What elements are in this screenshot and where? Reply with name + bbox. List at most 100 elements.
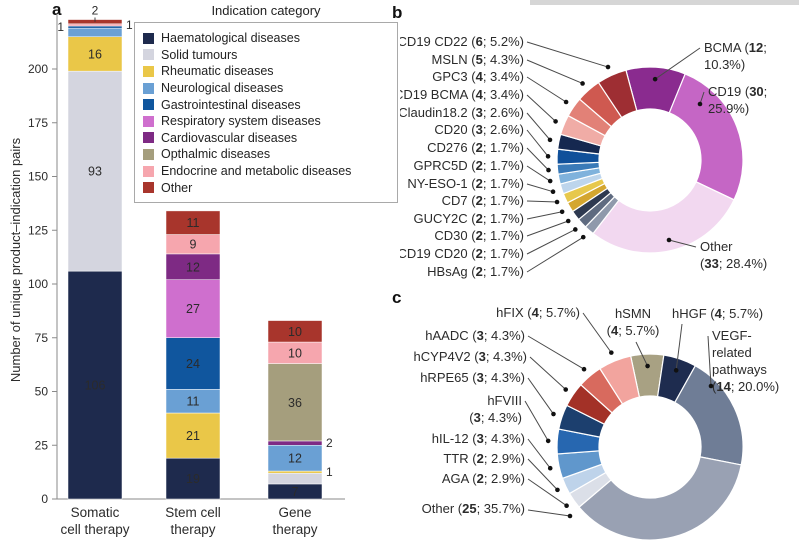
label-leader-line <box>529 356 567 390</box>
slice-dot-marker <box>581 366 587 372</box>
label-leader-line <box>527 509 571 517</box>
y-tick-label: 0 <box>41 492 48 506</box>
slice-dot-marker <box>559 209 565 215</box>
bar-segment <box>67 270 123 500</box>
slice-label: HBsAg (2; 1.7%) <box>427 264 524 279</box>
legend-item: Cardiovascular diseases <box>143 130 389 147</box>
bar-segment <box>67 25 123 29</box>
slice-label: CD19 BCMA (4; 3.4%) <box>400 87 524 102</box>
label-leader-line <box>526 147 549 171</box>
slice-dot-marker <box>551 411 556 417</box>
legend-swatch <box>143 82 154 94</box>
legend-item: Opthalmic diseases <box>143 146 389 163</box>
label-leader-line <box>527 438 551 469</box>
slice-dot-marker <box>547 178 553 184</box>
donut-chart-targets-b: CD19 CD22 (6; 5.2%)MSLN (5; 4.3%)GPC3 (4… <box>400 34 767 279</box>
legend-swatch <box>143 148 154 160</box>
label-leader-line <box>526 183 554 193</box>
donut-slice <box>578 456 742 541</box>
x-category-label: cell therapy <box>60 522 129 537</box>
bar-segment <box>67 70 123 272</box>
label-leader-line <box>526 76 567 103</box>
donut-chart-targets-c: hFIX (4; 5.7%)hSMN(4; 5.7%)hHGF (4; 5.7%… <box>414 305 779 541</box>
legend-item-label: Gastrointestinal diseases <box>161 97 301 112</box>
slice-label: GUCY2C (2; 1.7%) <box>413 211 524 226</box>
legend-item: Neurological diseases <box>143 80 389 97</box>
slice-label: Other (25; 35.7%) <box>422 501 525 516</box>
panel-c-letter: c <box>392 288 402 307</box>
slice-label: TTR (2; 2.9%) <box>443 451 525 466</box>
legend-swatch <box>143 65 154 77</box>
bar-segment-value: 106 <box>85 379 106 393</box>
slice-dot-marker <box>555 487 560 493</box>
slice-label: hCYP4V2 (3; 4.3%) <box>414 349 527 364</box>
bar-segment <box>165 210 221 235</box>
label-leader-line <box>526 165 551 182</box>
slice-label: BCMA (12;10.3%) <box>704 40 767 72</box>
legend-swatch <box>143 115 154 127</box>
legend-item-label: Rheumatic diseases <box>161 64 274 79</box>
slice-label: Other(33; 28.4%) <box>700 239 767 271</box>
bar-segment <box>165 253 221 280</box>
slice-dot-marker <box>547 465 553 471</box>
label-leader-line <box>707 335 712 387</box>
legend-item-label: Respiratory system diseases <box>161 114 321 129</box>
bar-segment-value: 21 <box>186 429 200 443</box>
legend-swatch <box>143 165 154 177</box>
slice-dot-marker <box>547 137 553 143</box>
slice-dot-marker <box>545 154 551 159</box>
label-leader-line <box>524 400 549 442</box>
legend-swatch <box>143 182 154 194</box>
bar-segment-value: 1 <box>126 18 133 32</box>
legend-item-label: Endocrine and metabolic diseases <box>161 164 352 179</box>
donut-slice <box>668 73 744 201</box>
legend-swatch <box>143 49 154 61</box>
panel-b-letter: b <box>392 3 403 22</box>
bar-segment-value: 9 <box>190 238 197 252</box>
bar-segment-value: 27 <box>186 302 200 316</box>
x-category-label: therapy <box>170 522 215 537</box>
slice-dot-marker <box>546 167 551 173</box>
legend-item-label: Solid tumours <box>161 47 238 62</box>
slice-label: Claudin18.2 (3; 2.6%) <box>400 105 524 120</box>
legend-item-label: Neurological diseases <box>161 81 284 96</box>
slice-label: GPRC5D (2; 1.7%) <box>413 158 524 173</box>
bar-segment-value: 93 <box>88 165 102 179</box>
slice-dot-marker <box>550 189 556 194</box>
slice-label: AGA (2; 2.9%) <box>442 471 525 486</box>
bar-segment <box>267 445 323 472</box>
x-category-label: Stem cell <box>165 505 221 520</box>
panel-a-letter: a <box>52 0 62 19</box>
bar-segment-value: 10 <box>288 325 302 339</box>
bar-segment-value: 7 <box>292 485 299 499</box>
slice-dot-marker <box>580 81 585 86</box>
label-leader-line <box>527 458 558 491</box>
label-leader-line <box>526 94 556 122</box>
bar-segment-value: 1 <box>57 20 64 34</box>
label-leader-line <box>526 129 549 157</box>
bar-segment <box>67 27 123 37</box>
label-leader-line <box>526 112 551 141</box>
label-leader-line <box>527 335 585 370</box>
slice-label: hHGF (4; 5.7%) <box>672 306 763 321</box>
slice-dot-marker <box>605 64 611 70</box>
slice-label: NY-ESO-1 (2; 1.7%) <box>407 176 524 191</box>
y-tick-label: 175 <box>28 116 48 130</box>
bar-segment <box>165 337 221 390</box>
y-tick-label: 25 <box>35 438 49 452</box>
bar-segment <box>165 279 221 339</box>
slice-label: CD276 (2; 1.7%) <box>427 140 524 155</box>
slice-label: MSLN (5; 4.3%) <box>432 52 524 67</box>
slice-dot-marker <box>708 383 714 389</box>
bar-segment <box>267 472 323 485</box>
slice-dot-marker <box>563 99 569 105</box>
y-tick-label: 100 <box>28 277 48 291</box>
slice-label: CD7 (2; 1.7%) <box>442 193 524 208</box>
bar-segment <box>67 36 123 72</box>
donut-slice <box>597 69 638 119</box>
slice-label: CD19 CD22 (6; 5.2%) <box>400 34 524 49</box>
slice-label: CD19 (30;25.9%) <box>708 84 767 116</box>
x-category-label: Somatic <box>71 505 120 520</box>
